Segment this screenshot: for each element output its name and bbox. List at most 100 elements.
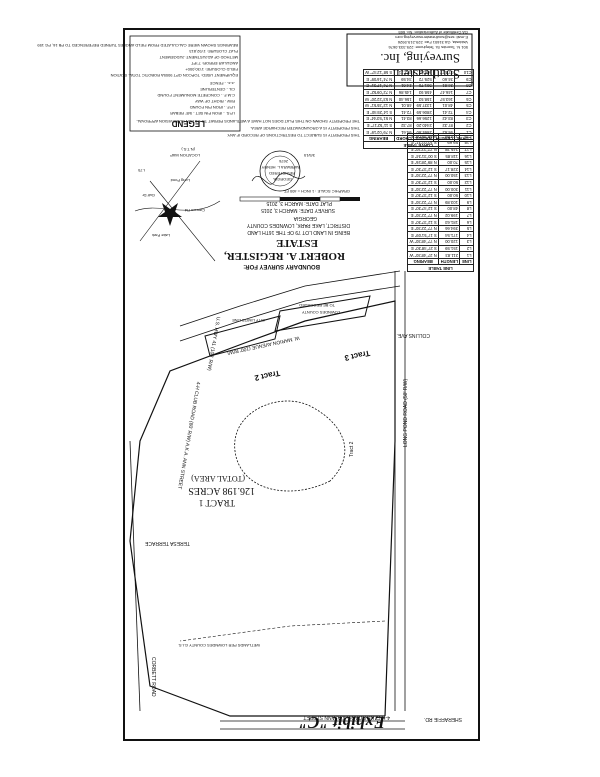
- tract-1-title: TRACT 1: [198, 498, 235, 508]
- city-limits-label: CITY LIMITS LINE: [231, 318, 265, 323]
- table-cell: 2440.20: [413, 122, 434, 129]
- table-cell: 1337.59: [413, 102, 434, 109]
- table-cell: 394.66: [438, 225, 460, 232]
- table-cell: 83.41: [394, 115, 414, 123]
- table-cell: S 17°51'09" E: [407, 231, 439, 239]
- table-cell: 1256.66: [413, 115, 434, 123]
- plat-date: PLAT DATE: MARCH 3, 2015: [266, 200, 332, 206]
- owner-name-line-2: ESTATE: [276, 237, 318, 249]
- table-cell: L2: [459, 245, 474, 252]
- curve-table-title: CURVE TABLE: [363, 141, 474, 149]
- table-cell: N 12°35'51" W: [363, 102, 395, 109]
- table-cell: 150.00: [438, 172, 460, 180]
- vicinity-lake-park: Lake Park: [151, 233, 170, 238]
- table-cell: 529.72: [413, 75, 434, 83]
- signature-date: 3/5/15: [303, 153, 315, 158]
- table-cell: 458.93: [413, 89, 434, 96]
- table-cell: 181.63: [438, 218, 460, 226]
- table-cell: S 27°48'30" E: [407, 245, 439, 252]
- table-cell: 72.41: [433, 108, 455, 116]
- table-cell: L11: [459, 185, 474, 193]
- company-email: E-mail: ses@southeasternsurveying.com: [395, 35, 468, 40]
- marion-avenue-line: [179, 285, 401, 342]
- to-be-recorded-label: TO BE RECORDED: [299, 303, 335, 308]
- table-cell: C1: [454, 128, 474, 136]
- legend-item-ips: I.P.S. - IRON PIN SET - 5/8" REBAR: [170, 111, 235, 116]
- table-cell: 48.00: [438, 205, 460, 213]
- tract-2-alt-label: Tract 2: [349, 441, 355, 457]
- table-cell: S 00°31'34" E: [407, 152, 439, 160]
- marion-avenue-line-2: [179, 270, 401, 327]
- table-cell: S 12°37'30" E: [407, 192, 439, 199]
- tract-1-boundary: [129, 300, 396, 717]
- table-cell: C4: [454, 108, 474, 116]
- table-cell: 72.41: [394, 108, 414, 116]
- table-cell: S 14°25'40" E: [363, 108, 395, 116]
- table-cell: N 79°02'19" E: [363, 128, 395, 136]
- corbett-road-line: [129, 440, 141, 712]
- road-label-collins: COLLINS AVE.: [396, 332, 430, 338]
- bearings-note: BEARINGS SHOWN WERE CALCULATED FROM FIEL…: [37, 43, 238, 48]
- note-wetlands-permit: THE PROPERTY SHOWN ON THIS PLAT DOES NOT…: [135, 119, 360, 124]
- tract-1-subtitle: (TOTAL AREA): [191, 474, 245, 483]
- table-cell: 83.42: [433, 115, 455, 123]
- field-closure: FIELD CLOSURE: 1'/30,000+: [185, 67, 238, 72]
- table-cell: 50.00: [438, 192, 460, 199]
- table-cell: C8: [454, 82, 474, 90]
- table-cell: 566.87: [413, 69, 434, 76]
- curve-table-header: CURVE: [454, 135, 474, 142]
- table-cell: N 53°22'20" W: [363, 95, 395, 103]
- vicinity-cannon-rd: Cannon Rd: [184, 208, 205, 213]
- table-cell: 2864.80: [413, 128, 434, 136]
- surveyor-stamp-inner: [264, 155, 296, 187]
- legend-item-cmf: C.M.F. - CONCRETE MONUMENT FOUND: [157, 93, 235, 98]
- table-cell: C7: [454, 89, 474, 96]
- location-line-2: DISTRICT, LAKE PARK, LOWNDES COUNTY: [246, 222, 350, 228]
- table-cell: 50.00: [438, 179, 460, 186]
- table-cell: 48.01: [394, 102, 414, 109]
- table-cell: C2: [454, 122, 474, 129]
- table-cell: N 89°28'26" E: [407, 159, 439, 166]
- legend-item-ipf: I.P.F. - IRON PIN FOUND: [189, 105, 235, 110]
- table-cell: N 77°22'30" E: [407, 185, 439, 193]
- table-cell: N 51°53'44" E: [363, 115, 395, 123]
- table-cell: S 58°12'47" W: [363, 69, 395, 76]
- curve-table-header: BEARING: [363, 135, 395, 142]
- stamp-registered: REGISTERED: [268, 171, 295, 176]
- legend-box: [129, 35, 241, 132]
- angular-error: ANGULAR ERROR: 7"/PT: [191, 61, 238, 66]
- plat-closure: PLAT CLOSURE: 1'/92,813: [189, 49, 238, 54]
- graphic-scale-label: GRAPHIC SCALE : 1 INCH = 400 FT.: [283, 189, 350, 194]
- owner-name-line-1: ROBERT A. REGISTER,: [223, 250, 345, 262]
- table-cell: L16: [459, 152, 474, 160]
- table-cell: 300.00: [438, 185, 460, 193]
- survey-map: [129, 33, 473, 730]
- scale-bar-3: [280, 197, 320, 201]
- curve-table-header: LENGTH: [433, 135, 455, 142]
- table-cell: S 12°47'30" E: [407, 205, 439, 213]
- table-cell: 146.47: [433, 89, 455, 96]
- note-restrictions: THIS PROPERTY IS SUBJECT TO RESTRICTIONS…: [226, 133, 360, 138]
- table-cell: L10: [459, 192, 474, 199]
- table-cell: 158.53: [413, 95, 434, 103]
- table-cell: N 77°22'30" E: [407, 212, 439, 219]
- table-cell: L5: [459, 225, 474, 232]
- vicinity-i75: I-75: [138, 168, 145, 173]
- vicinity-star-icon: [158, 203, 182, 226]
- tract-2-boundary: [274, 295, 371, 332]
- table-cell: 372.71: [394, 69, 414, 76]
